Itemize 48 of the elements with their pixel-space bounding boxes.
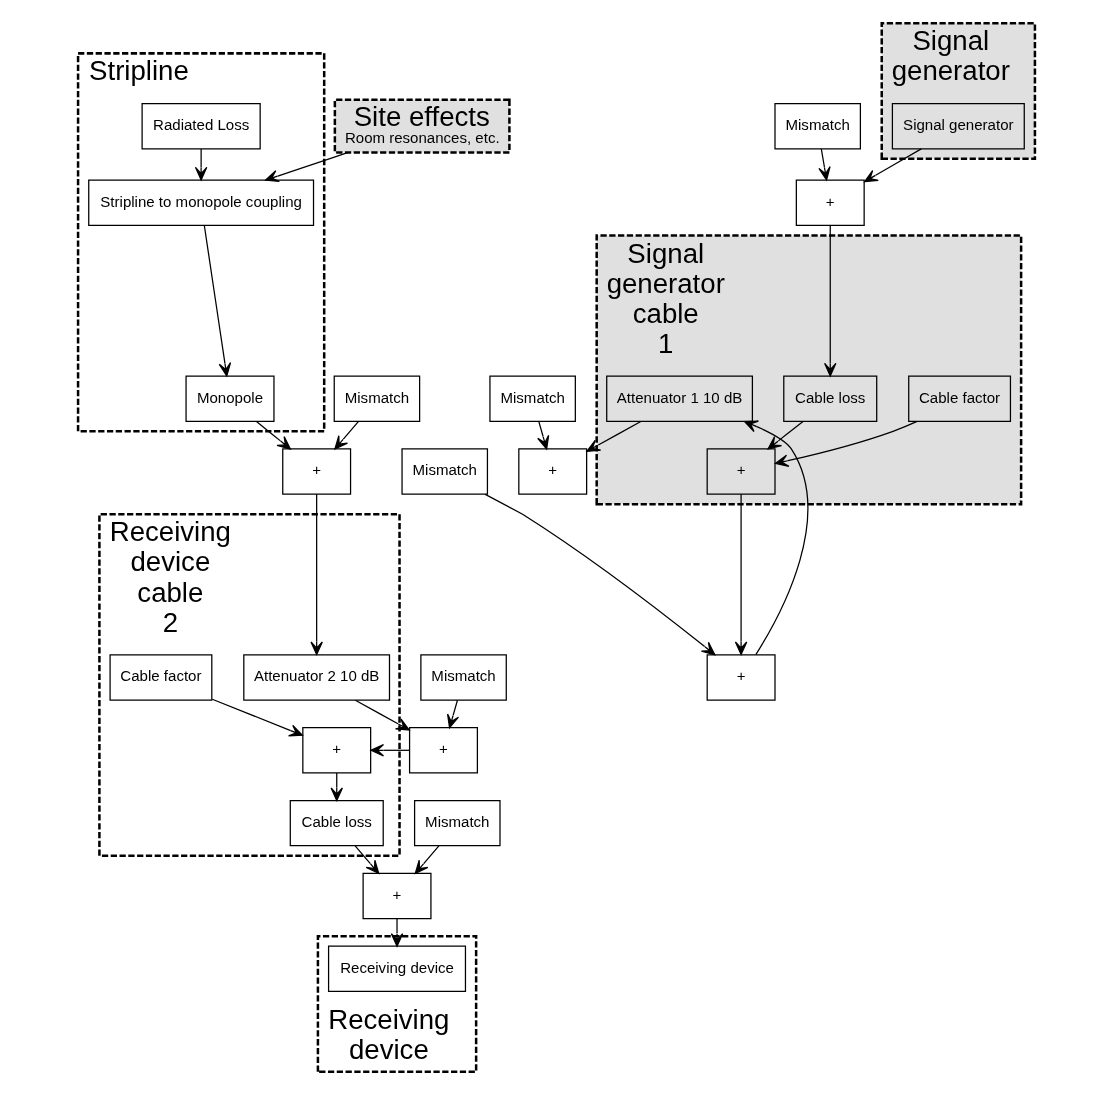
node-box: Mismatch [333,375,421,422]
arrow [774,420,918,467]
node-box: Attenuator 2 10 dB [243,654,391,701]
node-box: + [518,448,588,495]
arrow [370,744,411,757]
arrow [734,493,748,656]
arrow [354,845,380,874]
arrow [586,420,642,452]
node-box: Mismatch [489,375,576,422]
arrow [743,420,809,656]
arrow [310,493,323,656]
node-box: Monopole [185,375,275,422]
arrow [446,699,460,729]
arrow [211,698,303,737]
node-box: Mismatch [774,102,861,150]
node-box: Cable loss [289,799,384,847]
node-box: Mismatch [413,799,501,847]
node-box: Cable factor [109,654,213,701]
node-box: + [795,179,865,227]
arrow [354,699,410,731]
arrow [414,845,440,874]
node-box: + [302,727,372,774]
node-box: Attenuator 1 10 dB [606,375,753,422]
node-box: Stripline to monopole coupling [88,179,315,227]
node-box: + [408,727,478,774]
node-box: + [706,654,776,701]
arrow [823,224,837,377]
arrow [818,148,831,181]
arrow [203,224,232,377]
node-box: Signal generator [891,102,1025,150]
arrow [194,148,208,181]
node-box: Site effects Room resonances, etc. [333,98,511,154]
node-box: Radiated Loss [141,102,261,150]
arrow [767,420,804,450]
node-box: Mismatch [420,654,507,701]
node-box: Cable loss [783,375,878,422]
node-box: Cable factor [908,375,1012,422]
arrow [537,420,550,450]
node-box: + [362,872,432,920]
arrow [390,918,404,947]
arrow [484,493,716,656]
arrow [255,420,291,450]
node-box: + [282,448,352,495]
node-box: Receiving device [327,945,467,993]
node-box: + [706,448,776,495]
node-box: Mismatch [401,448,489,495]
arrow [265,152,349,183]
arrow [334,420,360,450]
